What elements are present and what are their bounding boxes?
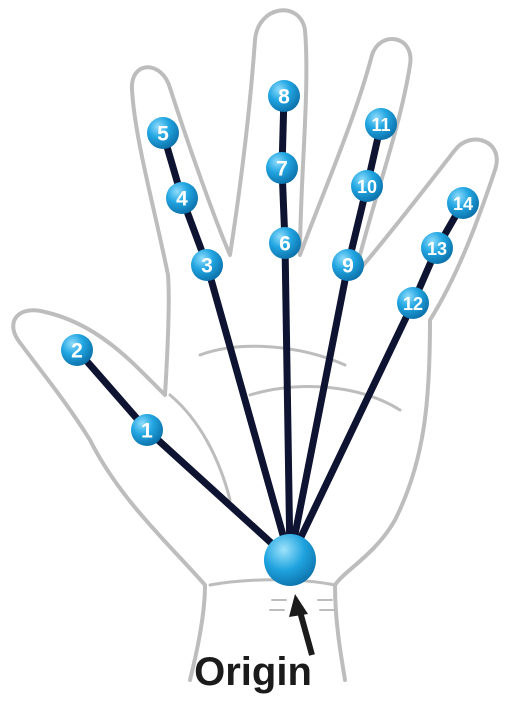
origin-arrow — [289, 594, 312, 655]
joint-13: 13 — [421, 232, 453, 264]
joint-5-label: 5 — [157, 123, 169, 146]
joint-14: 14 — [447, 187, 479, 219]
joint-3: 3 — [191, 249, 223, 281]
joint-8-label: 8 — [278, 86, 290, 109]
joint-9: 9 — [332, 249, 364, 281]
joint-3-label: 3 — [201, 255, 213, 278]
joint-7: 7 — [266, 152, 298, 184]
joint-10: 10 — [351, 170, 383, 202]
joint-4-label: 4 — [176, 188, 188, 211]
origin-arrow-head — [289, 594, 308, 617]
origin-joint — [264, 534, 316, 586]
thumb-crease — [170, 395, 230, 500]
joint-4: 4 — [166, 182, 198, 214]
joint-1-label: 1 — [141, 420, 153, 443]
joint-14-label: 14 — [453, 194, 473, 214]
joint-5: 5 — [147, 117, 179, 149]
origin-label: Origin — [194, 650, 312, 695]
joint-8: 8 — [268, 80, 300, 112]
joint-12-label: 12 — [403, 294, 423, 314]
origin-node — [264, 534, 316, 586]
joint-2: 2 — [61, 334, 93, 366]
joint-2-label: 2 — [71, 340, 83, 363]
joint-6-label: 6 — [279, 233, 291, 256]
bone-middle-1 — [285, 243, 290, 560]
joint-11-label: 11 — [371, 115, 390, 135]
joint-9-label: 9 — [342, 255, 354, 278]
joint-13-label: 13 — [427, 239, 447, 259]
joint-12: 12 — [397, 287, 429, 319]
joint-10-label: 10 — [357, 177, 377, 197]
bone-index-1 — [207, 265, 290, 560]
joint-6: 6 — [269, 227, 301, 259]
joint-7-label: 7 — [276, 158, 288, 181]
bone-ring-1 — [290, 265, 348, 560]
joint-1: 1 — [131, 414, 163, 446]
palm-crease-1 — [200, 346, 345, 365]
wrist-crease — [210, 580, 335, 585]
joint-11: 11 — [365, 108, 397, 140]
